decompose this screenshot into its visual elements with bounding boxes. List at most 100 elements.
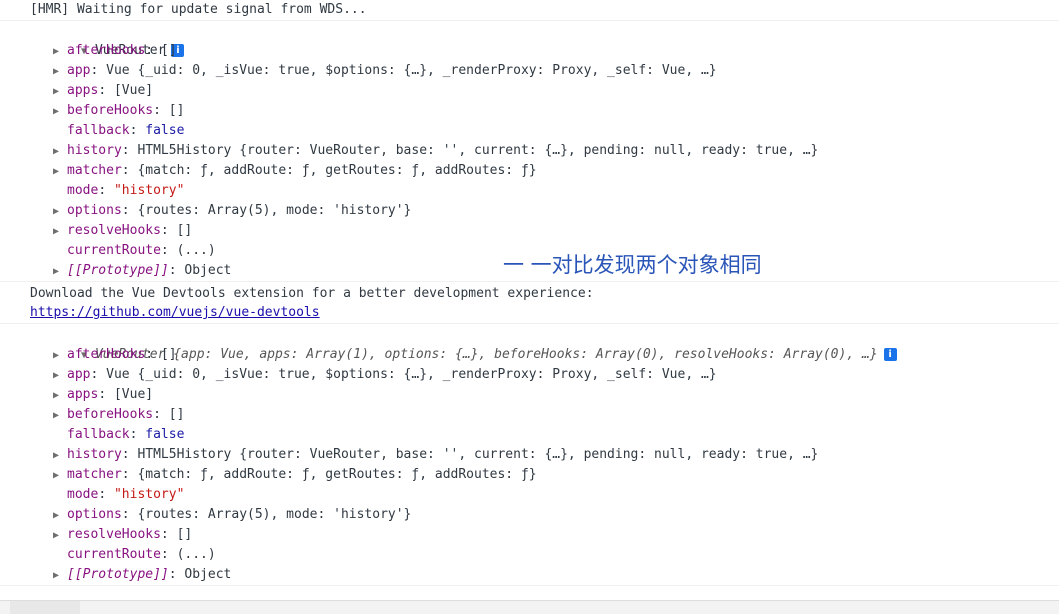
property-value[interactable]: (...) bbox=[176, 547, 216, 562]
triangle-right-icon[interactable]: ▶ bbox=[53, 510, 60, 521]
object-header[interactable]: ▼ VueRouter i bbox=[0, 21, 1059, 58]
property-row: mode: "history" bbox=[67, 183, 185, 198]
property-value: [] bbox=[168, 103, 185, 118]
triangle-right-icon[interactable]: ▶ bbox=[53, 450, 60, 461]
property-row[interactable]: currentRoute: (...) bbox=[67, 547, 216, 562]
triangle-right-icon[interactable]: ▶ bbox=[53, 266, 60, 277]
property-value: [Vue] bbox=[113, 83, 154, 98]
triangle-right-icon[interactable]: ▶ bbox=[53, 86, 60, 97]
property-value: [Vue] bbox=[113, 387, 154, 402]
annotation-text: 一 一对比发现两个对象相同 bbox=[503, 253, 762, 277]
property-row[interactable]: ▶beforeHooks: [] bbox=[0, 405, 1059, 425]
property-key: [[Prototype]] bbox=[67, 567, 169, 582]
property-row[interactable]: ▶history: HTML5History {router: VueRoute… bbox=[0, 141, 1059, 161]
triangle-right-icon[interactable]: ▶ bbox=[53, 390, 60, 401]
property-key: fallback bbox=[67, 123, 130, 138]
property-row[interactable]: ▶apps: [Vue] bbox=[0, 81, 1059, 101]
object-header[interactable]: ▼ VueRouter {app: Vue, apps: Array(1), op… bbox=[0, 325, 1059, 362]
console-message-hmr: [HMR] Waiting for update signal from WDS… bbox=[0, 0, 1059, 21]
property-row[interactable]: ▶[[Prototype]]: Object bbox=[0, 565, 1059, 585]
property-row[interactable]: ▶resolveHooks: [] bbox=[0, 221, 1059, 241]
property-row[interactable]: ▶app: Vue {_uid: 0, _isVue: true, $optio… bbox=[0, 365, 1059, 385]
triangle-right-icon[interactable]: ▶ bbox=[53, 350, 60, 361]
property-value: [] bbox=[176, 527, 193, 542]
devtools-link[interactable]: https://github.com/vuejs/vue-devtools bbox=[30, 305, 320, 320]
property-row[interactable]: ▶options: {routes: Array(5), mode: 'hist… bbox=[0, 201, 1059, 221]
property-value: false bbox=[145, 123, 185, 138]
triangle-right-icon[interactable]: ▶ bbox=[53, 570, 60, 581]
property-key: options bbox=[67, 507, 122, 522]
property-key: apps bbox=[67, 83, 99, 98]
property-row[interactable]: currentRoute: (...) bbox=[67, 243, 216, 258]
devtools-message-text: Download the Vue Devtools extension for … bbox=[30, 286, 594, 301]
property-key: matcher bbox=[67, 163, 122, 178]
triangle-right-icon[interactable]: ▶ bbox=[53, 46, 60, 57]
triangle-right-icon[interactable]: ▶ bbox=[53, 410, 60, 421]
property-value: {match: ƒ, addRoute: ƒ, getRoutes: ƒ, ad… bbox=[137, 467, 537, 482]
property-row[interactable]: ▶matcher: {match: ƒ, addRoute: ƒ, getRou… bbox=[0, 465, 1059, 485]
property-row[interactable]: ▶app: Vue {_uid: 0, _isVue: true, $optio… bbox=[0, 61, 1059, 81]
property-value: {match: ƒ, addRoute: ƒ, getRoutes: ƒ, ad… bbox=[137, 163, 537, 178]
triangle-right-icon[interactable]: ▶ bbox=[53, 66, 60, 77]
property-row: fallback: false bbox=[67, 123, 185, 138]
property-key: afterHooks bbox=[67, 347, 146, 362]
property-key: currentRoute bbox=[67, 547, 161, 562]
property-value: [] bbox=[168, 407, 185, 422]
triangle-right-icon[interactable]: ▶ bbox=[53, 106, 60, 117]
triangle-down-icon[interactable]: ▼ bbox=[80, 46, 87, 57]
object-label: VueRouter bbox=[94, 43, 166, 58]
property-row[interactable]: ▶afterHooks: [] bbox=[0, 345, 1059, 365]
property-key: beforeHooks bbox=[67, 103, 154, 118]
property-value: [] bbox=[160, 43, 177, 58]
property-key: beforeHooks bbox=[67, 407, 154, 422]
triangle-right-icon[interactable]: ▶ bbox=[53, 226, 60, 237]
triangle-right-icon[interactable]: ▶ bbox=[53, 370, 60, 381]
property-key: apps bbox=[67, 387, 99, 402]
property-row: mode: "history" bbox=[67, 487, 185, 502]
triangle-right-icon[interactable]: ▶ bbox=[53, 470, 60, 481]
property-row[interactable]: ▶history: HTML5History {router: VueRoute… bbox=[0, 445, 1059, 465]
property-key: mode bbox=[67, 183, 99, 198]
property-list: ▶afterHooks: [] ▶app: Vue {_uid: 0, _isV… bbox=[0, 41, 1059, 281]
property-key: resolveHooks bbox=[67, 527, 161, 542]
property-value: Object bbox=[184, 567, 232, 582]
info-icon[interactable]: i bbox=[883, 348, 897, 361]
drawer-tab[interactable] bbox=[10, 601, 80, 614]
property-key: history bbox=[67, 143, 122, 158]
property-row[interactable]: ▶[[Prototype]]: Object bbox=[0, 261, 1059, 281]
property-value: Object bbox=[184, 263, 232, 278]
triangle-right-icon[interactable]: ▶ bbox=[53, 206, 60, 217]
info-icon[interactable]: i bbox=[171, 44, 185, 57]
property-value[interactable]: (...) bbox=[176, 243, 216, 258]
console-message-devtools: Download the Vue Devtools extension for … bbox=[0, 282, 1059, 324]
property-value: "history" bbox=[113, 183, 185, 198]
property-value: HTML5History {router: VueRouter, base: '… bbox=[137, 143, 819, 158]
property-key: currentRoute bbox=[67, 243, 161, 258]
property-row[interactable]: ▶beforeHooks: [] bbox=[0, 101, 1059, 121]
triangle-right-icon[interactable]: ▶ bbox=[53, 166, 60, 177]
property-key: options bbox=[67, 203, 122, 218]
triangle-right-icon[interactable]: ▶ bbox=[53, 530, 60, 541]
property-list: ▶afterHooks: [] ▶app: Vue {_uid: 0, _isV… bbox=[0, 345, 1059, 585]
property-row[interactable]: ▶matcher: {match: ƒ, addRoute: ƒ, getRou… bbox=[0, 161, 1059, 181]
property-value: [] bbox=[160, 347, 177, 362]
triangle-down-icon[interactable]: ▼ bbox=[80, 350, 87, 361]
property-value: HTML5History {router: VueRouter, base: '… bbox=[137, 447, 819, 462]
object-preview: VueRouter {app: Vue, apps: Array(1), opt… bbox=[94, 347, 878, 362]
console-message-vuerouter-2: ▼ VueRouter {app: Vue, apps: Array(1), op… bbox=[0, 324, 1059, 586]
property-key: resolveHooks bbox=[67, 223, 161, 238]
property-key: app bbox=[67, 63, 91, 78]
property-value: false bbox=[145, 427, 185, 442]
property-row[interactable]: ▶afterHooks: [] bbox=[0, 41, 1059, 61]
property-key: [[Prototype]] bbox=[67, 263, 169, 278]
bottom-drawer-bar bbox=[0, 600, 1059, 614]
console-panel: [HMR] Waiting for update signal from WDS… bbox=[0, 0, 1059, 586]
property-value: Vue {_uid: 0, _isVue: true, $options: {…… bbox=[106, 63, 717, 78]
triangle-right-icon[interactable]: ▶ bbox=[53, 146, 60, 157]
property-row: fallback: false bbox=[67, 427, 185, 442]
property-row[interactable]: ▶apps: [Vue] bbox=[0, 385, 1059, 405]
hmr-message-text: [HMR] Waiting for update signal from WDS… bbox=[30, 2, 367, 17]
property-key: matcher bbox=[67, 467, 122, 482]
property-row[interactable]: ▶options: {routes: Array(5), mode: 'hist… bbox=[0, 505, 1059, 525]
property-row[interactable]: ▶resolveHooks: [] bbox=[0, 525, 1059, 545]
